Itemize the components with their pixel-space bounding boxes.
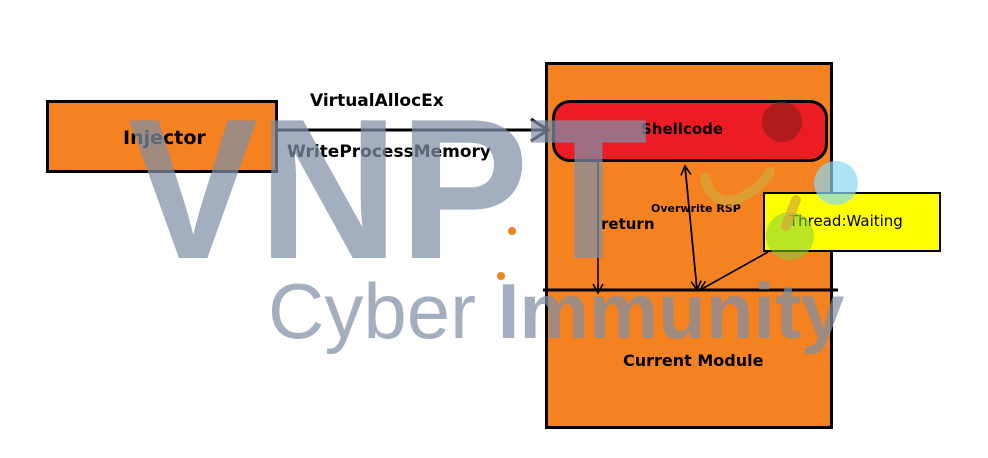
injector-box [46, 100, 278, 173]
injector-label: Injector [123, 127, 206, 149]
shellcode-label: Shellcode [641, 120, 724, 138]
current-module-label: Current Module [623, 351, 764, 370]
return-label: return [601, 215, 655, 233]
overwrite-rsp-arrow-down [684, 165, 702, 292]
virtualallocex-label: VirtualAllocEx [310, 91, 444, 111]
thread-label: Thread:Waiting [789, 212, 903, 230]
thread-arrow [698, 251, 769, 291]
writeprocessmemory-label: WriteProcessMemory [287, 142, 491, 162]
